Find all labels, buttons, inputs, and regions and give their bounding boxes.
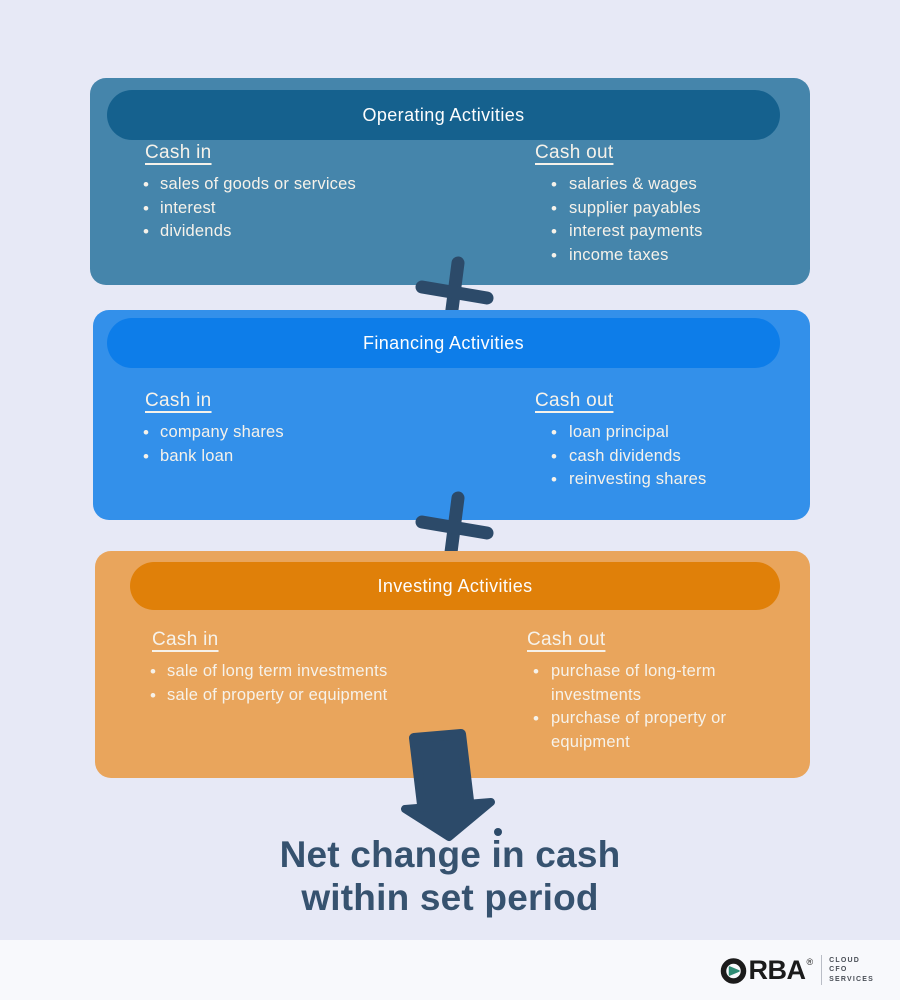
registered-mark: ® bbox=[806, 956, 814, 967]
list-item: interest bbox=[143, 197, 475, 221]
plus-icon bbox=[415, 491, 494, 567]
footer-band bbox=[0, 940, 900, 1000]
list-item: income taxes bbox=[535, 244, 790, 268]
financing-activities-header: Financing Activities bbox=[107, 318, 780, 368]
cash-in-list: company shares bank loan bbox=[143, 421, 475, 469]
cash-in-heading: Cash in bbox=[152, 629, 219, 650]
list-item: sales of goods or services bbox=[143, 173, 475, 197]
orba-logo: RBA ® CLOUD CFO SERVICES bbox=[720, 955, 874, 985]
list-item: loan principal bbox=[535, 421, 790, 445]
financing-cash-in-column: Cash in company shares bank loan bbox=[143, 390, 475, 469]
section-financing-activities: Financing Activities Cash in company sha… bbox=[93, 310, 810, 520]
logo-brand-text: RBA bbox=[748, 954, 806, 985]
cash-in-heading: Cash in bbox=[145, 142, 212, 163]
operating-cash-out-column: Cash out salaries & wages supplier payab… bbox=[535, 142, 790, 267]
operating-activities-header: Operating Activities bbox=[107, 90, 780, 140]
logo-tagline: CLOUD CFO SERVICES bbox=[829, 956, 874, 985]
operating-cash-in-column: Cash in sales of goods or services inter… bbox=[143, 142, 475, 244]
list-item: sale of property or equipment bbox=[150, 684, 497, 708]
section-operating-activities: Operating Activities Cash in sales of go… bbox=[90, 78, 810, 285]
cash-out-list: loan principal cash dividends reinvestin… bbox=[535, 421, 790, 492]
arrow-down-icon bbox=[401, 729, 502, 841]
list-item: supplier payables bbox=[535, 197, 790, 221]
tagline-line: CLOUD bbox=[829, 956, 861, 964]
orba-o-play-icon bbox=[721, 957, 747, 984]
cash-out-list: salaries & wages supplier payables inter… bbox=[535, 173, 790, 267]
cash-out-heading: Cash out bbox=[535, 390, 614, 411]
list-item: salaries & wages bbox=[535, 173, 790, 197]
investing-cash-out-column: Cash out purchase of long-term investmen… bbox=[527, 629, 745, 754]
list-item: company shares bbox=[143, 421, 475, 445]
list-item: bank loan bbox=[143, 445, 475, 469]
logo-divider bbox=[821, 955, 823, 985]
tagline-line: SERVICES bbox=[829, 975, 874, 983]
net-change-title-line2: within set period bbox=[301, 877, 599, 918]
list-item: dividends bbox=[143, 220, 475, 244]
list-item: purchase of property or equipment bbox=[527, 707, 745, 754]
cash-out-heading: Cash out bbox=[527, 629, 606, 650]
orba-wordmark: RBA ® bbox=[720, 954, 814, 985]
list-item: interest payments bbox=[535, 220, 790, 244]
cash-in-heading: Cash in bbox=[145, 390, 212, 411]
net-change-title: Net change in cash within set period bbox=[0, 833, 900, 919]
net-change-title-line1: Net change in cash bbox=[279, 834, 621, 875]
cash-in-list: sale of long term investments sale of pr… bbox=[150, 660, 497, 708]
investing-activities-header: Investing Activities bbox=[130, 562, 780, 610]
tagline-line: CFO bbox=[829, 966, 848, 974]
cash-out-list: purchase of long-term investments purcha… bbox=[527, 660, 745, 754]
investing-cash-in-column: Cash in sale of long term investments sa… bbox=[150, 629, 497, 708]
list-item: sale of long term investments bbox=[150, 660, 497, 684]
cash-in-list: sales of goods or services interest divi… bbox=[143, 173, 475, 244]
cash-out-heading: Cash out bbox=[535, 142, 614, 163]
list-item: reinvesting shares bbox=[535, 468, 790, 492]
list-item: purchase of long-term investments bbox=[527, 660, 745, 707]
financing-cash-out-column: Cash out loan principal cash dividends r… bbox=[535, 390, 790, 492]
list-item: cash dividends bbox=[535, 445, 790, 469]
section-investing-activities: Investing Activities Cash in sale of lon… bbox=[95, 551, 810, 778]
